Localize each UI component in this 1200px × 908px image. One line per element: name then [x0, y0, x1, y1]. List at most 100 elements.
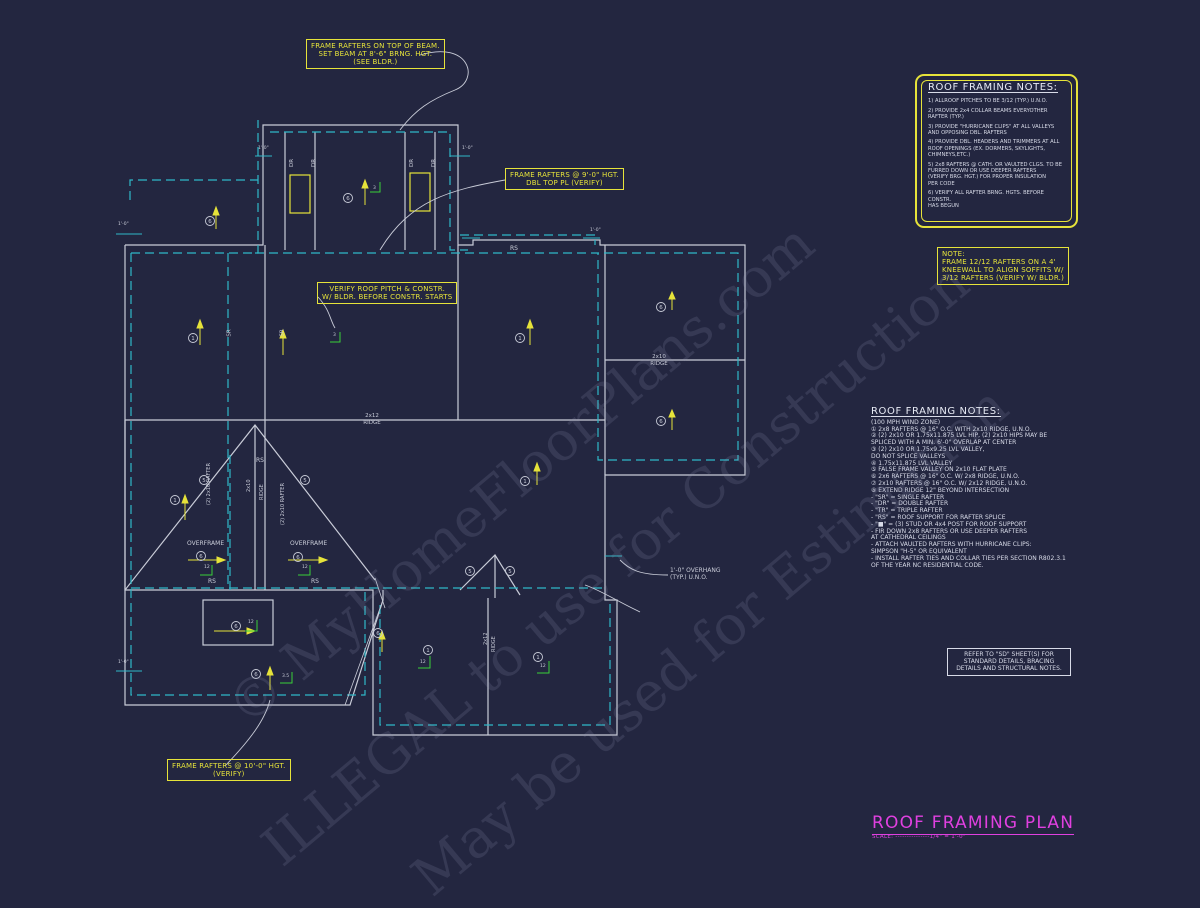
note-item: 1) ALLROOF PITCHES TO BE 3/12 (TYP.) U.N… [928, 98, 1048, 105]
main-ridge-label: RIDGE [363, 420, 381, 426]
svg-text:6: 6 [199, 554, 203, 560]
rs-label-hip: RS [256, 457, 264, 464]
sr-label-mid: SR [279, 329, 286, 337]
legend-line: - INSTALL RAFTER TIES AND COLLAR TIES PE… [871, 554, 1066, 569]
svg-text:6: 6 [659, 305, 663, 311]
overhang-dim-1: 1'-0" [118, 222, 129, 227]
leader-lines [224, 51, 669, 767]
pitch-run-2: 12 [302, 565, 308, 570]
overhang-dim-2: 1'-0" [258, 146, 269, 151]
legend-line: - FIR DOWN 2x8 RAFTERS OR USE DEEPER RAF… [871, 527, 1028, 542]
roof-framing-notes-title: ROOF FRAMING NOTES: [928, 82, 1058, 94]
rafter-type-tags [170, 193, 666, 679]
svg-text:5: 5 [468, 569, 472, 575]
svg-text:5: 5 [202, 478, 206, 484]
svg-text:6: 6 [346, 196, 350, 202]
callout-ten-ft-height: FRAME RAFTERS @ 10'-0" HGT. (VERIFY) [167, 759, 291, 781]
note-item: 3) PROVIDE "HURRICANE CLIPS" AT ALL VALL… [928, 123, 1055, 137]
note-item: 4) PROVIDE DBL. HEADERS AND TRIMMERS AT … [928, 139, 1060, 159]
roof-framing-notes-box: ROOF FRAMING NOTES: 1) ALLROOF PITCHES T… [915, 74, 1078, 228]
callout-frame-on-beam: FRAME RAFTERS ON TOP OF BEAM. SET BEAM A… [306, 39, 445, 69]
valley-label-left: (2) 2x10 RAFTER [206, 463, 212, 505]
pitch-rise-1: 3 [373, 186, 376, 191]
valley-label-right: (2) 2x10 RAFTER [280, 483, 286, 525]
rs-label-top: RS [510, 245, 518, 252]
svg-text:5: 5 [508, 569, 512, 575]
pitch-run-4: 12 [420, 660, 426, 665]
pitch-symbols [200, 182, 550, 684]
overhang-dim-3: 1'-0" [462, 146, 473, 151]
hip-ridge-label: RIDGE [259, 484, 265, 500]
roof-framing-notes-list: 1) ALLROOF PITCHES TO BE 3/12 (TYP.) U.N… [928, 98, 1065, 209]
overhang-note: 1'-0" OVERHANG (TYP.) U.N.O. [670, 567, 721, 581]
svg-text:1: 1 [191, 336, 195, 342]
pitch-rise-2: 3 [333, 333, 336, 338]
legend-line: - "DR" = DOUBLE RAFTER [871, 500, 949, 508]
legend-line: - "RS" = ROOF SUPPORT FOR RAFTER SPLICE [871, 513, 1006, 521]
overframe-label-right: OVERFRAME [290, 540, 328, 547]
svg-text:6: 6 [376, 631, 380, 637]
overhang-ticks [116, 155, 622, 672]
legend-line: ⑥ 2x6 RAFTERS @ 16" O.C. W/ 2x8 RIDGE, U… [871, 473, 1020, 481]
overframe-label-left: OVERFRAME [187, 540, 225, 547]
legend-line: - "TR" = TRIPLE RAFTER [871, 507, 943, 515]
building-outline [124, 124, 746, 736]
lower-ridge-label: RIDGE [491, 636, 497, 652]
overhang-dim-5: 1'-0" [118, 660, 129, 665]
dr-label-4: DR [431, 158, 438, 168]
svg-text:1: 1 [536, 655, 540, 661]
pitch-rise-3: 3.5 [282, 674, 290, 679]
svg-text:1: 1 [523, 479, 527, 485]
plan-scale: SCALE: ---------------1/4" = 1'-0" [872, 834, 966, 840]
svg-text:6: 6 [254, 672, 258, 678]
note-item: 6) VERIFY ALL RAFTER BRNG. HGTS. BEFORE … [928, 190, 1044, 210]
legend-line: - "■" = (3) STUD OR 4x4 POST FOR ROOF SU… [871, 520, 1027, 528]
framing-legend-title: ROOF FRAMING NOTES: [871, 406, 1001, 417]
svg-text:6: 6 [296, 555, 300, 561]
pitch-run-5: 12 [540, 664, 546, 669]
rs-label-right: RS [311, 578, 319, 585]
legend-line: - "SR" = SINGLE RAFTER [871, 493, 945, 501]
svg-text:1: 1 [173, 498, 177, 504]
overhang-dim-4: 1'-0" [590, 228, 601, 233]
legend-line: ⑧ EXTEND RIDGE 12" BEYOND INTERSECTION [871, 486, 1010, 494]
pitch-run-3: 12 [248, 620, 254, 625]
legend-line: ⑦ 2x10 RAFTERS @ 16" O.C. W/ 2x12 RIDGE,… [871, 479, 1028, 487]
svg-text:5: 5 [303, 478, 307, 484]
legend-line: ③ (2) 2x10 OR 1.75x9.25 LVL VALLEY, DO N… [871, 445, 985, 460]
right-ridge-size: 2x10 [652, 354, 666, 360]
legend-line: ② (2) 2x10 OR 1.75x11.875 LVL HIP, (2) 2… [871, 432, 1048, 447]
dr-label-1: DR [289, 158, 296, 168]
rafter-type-tag-numbers: 1 1 1 1 5 5 5 5 6 6 6 6 6 6 6 6 6 1 1 [173, 196, 663, 678]
callout-verify-pitch: VERIFY ROOF PITCH & CONSTR. W/ BLDR. BEF… [317, 282, 458, 304]
note-item: 5) 2x8 RAFTERS @ CATH. OR VAULTED CLGS. … [928, 161, 1063, 187]
svg-text:6: 6 [659, 419, 663, 425]
rs-label-left: RS [208, 578, 216, 585]
dr-label-3: DR [409, 158, 416, 168]
svg-text:1: 1 [518, 336, 522, 342]
svg-text:6: 6 [234, 624, 238, 630]
svg-text:1: 1 [426, 648, 430, 654]
legend-line: - ATTACH VAULTED RAFTERS WITH HURRICANE … [871, 541, 1032, 555]
legend-line: ⑤ FALSE FRAME VALLEY ON 2x10 FLAT PLATE [871, 466, 1007, 474]
svg-text:6: 6 [208, 219, 212, 225]
roof-support-marks [344, 577, 386, 706]
dr-label-2: DR [311, 158, 318, 168]
overhang-lines [129, 120, 739, 726]
hip-ridge-size: 2x10 [246, 479, 252, 492]
lower-ridge-size: 2x12 [483, 632, 489, 645]
plan-title: ROOF FRAMING PLAN [872, 813, 1075, 835]
right-ridge-label: RIDGE [650, 361, 668, 367]
main-ridge-size: 2x12 [365, 413, 379, 419]
pitch-run-1: 12 [204, 565, 210, 570]
roof-framing-notes-inner: ROOF FRAMING NOTES: 1) ALLROOF PITCHES T… [921, 80, 1072, 222]
sr-label-left: SR [226, 329, 233, 337]
framing-legend: ROOF FRAMING NOTES: (100 MPH WIND ZONE) … [871, 406, 1101, 569]
callout-kneewall-note: NOTE: FRAME 12/12 RAFTERS ON A 4' KNEEWA… [937, 247, 1070, 285]
rafter-arrows [181, 178, 676, 690]
legend-line: ① 2x8 RAFTERS @ 16" O.C. WITH 2x10 RIDGE… [871, 425, 1032, 433]
legend-line: ④ 1.75x11.875 LVL VALLEY [871, 459, 953, 467]
legend-line: (100 MPH WIND ZONE) [871, 418, 941, 426]
callout-dbl-top-plate: FRAME RAFTERS @ 9'-0" HGT. DBL TOP PL (V… [505, 168, 624, 190]
